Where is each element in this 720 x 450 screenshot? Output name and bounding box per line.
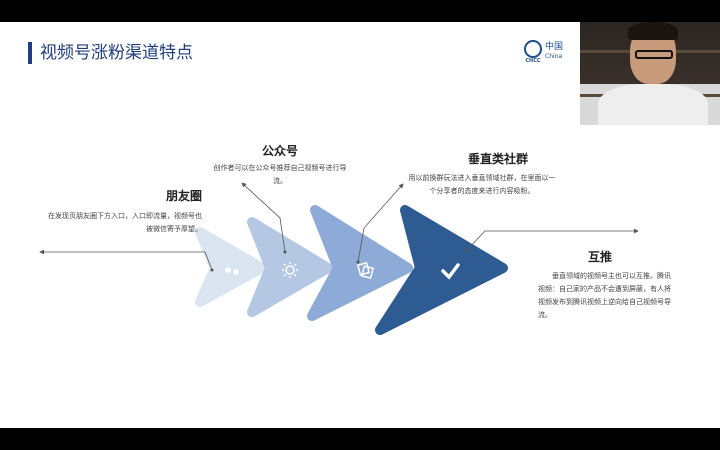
desc-vertical-community: 用以前换群玩法进入垂直领域社群，在里面以一个分享者的态度来进行内容吸粉。 [408,174,556,195]
chevron-4 [375,205,508,335]
connector-1 [39,249,213,271]
chevron-diagram [39,182,639,335]
logo-en: China [545,53,563,60]
desc-mutual-promotion: 垂直领域的视频号主也可以互推。腾讯视频：自己家的产品不会遭到屏蔽，有人将视频发布… [538,272,671,319]
check-icon [441,263,460,280]
connector-3 [357,183,404,263]
cards-icon [356,261,375,280]
sun-icon [282,262,298,278]
water-drops-icon [225,267,239,275]
slide-title: 视频号涨粉渠道特点 [28,42,193,64]
heading-official-account: 公众号 [262,144,299,158]
logo-emblem-icon [524,40,542,58]
webcam-overlay [580,22,720,125]
logo-mark: CHCC [524,40,542,64]
chevron-1 [195,227,267,307]
heading-moments: 朋友圈 [166,189,203,203]
connector-4 [465,228,639,252]
desc-official-account: 创作者可以在公众号推荐自己视频号进行导流。 [213,164,347,185]
connector-2 [241,182,286,253]
heading-vertical-community: 垂直类社群 [468,152,529,166]
desc-moments: 在发现页朋友圈下方入口，入口即流量，视频号也被微信寄予厚望。 [48,212,202,233]
logo-abbr: CHCC [525,58,541,64]
chevron-2 [247,217,333,317]
heading-mutual-promotion: 互推 [588,250,613,264]
logo-cn: 中国 [545,42,564,52]
chevron-3 [307,205,413,321]
